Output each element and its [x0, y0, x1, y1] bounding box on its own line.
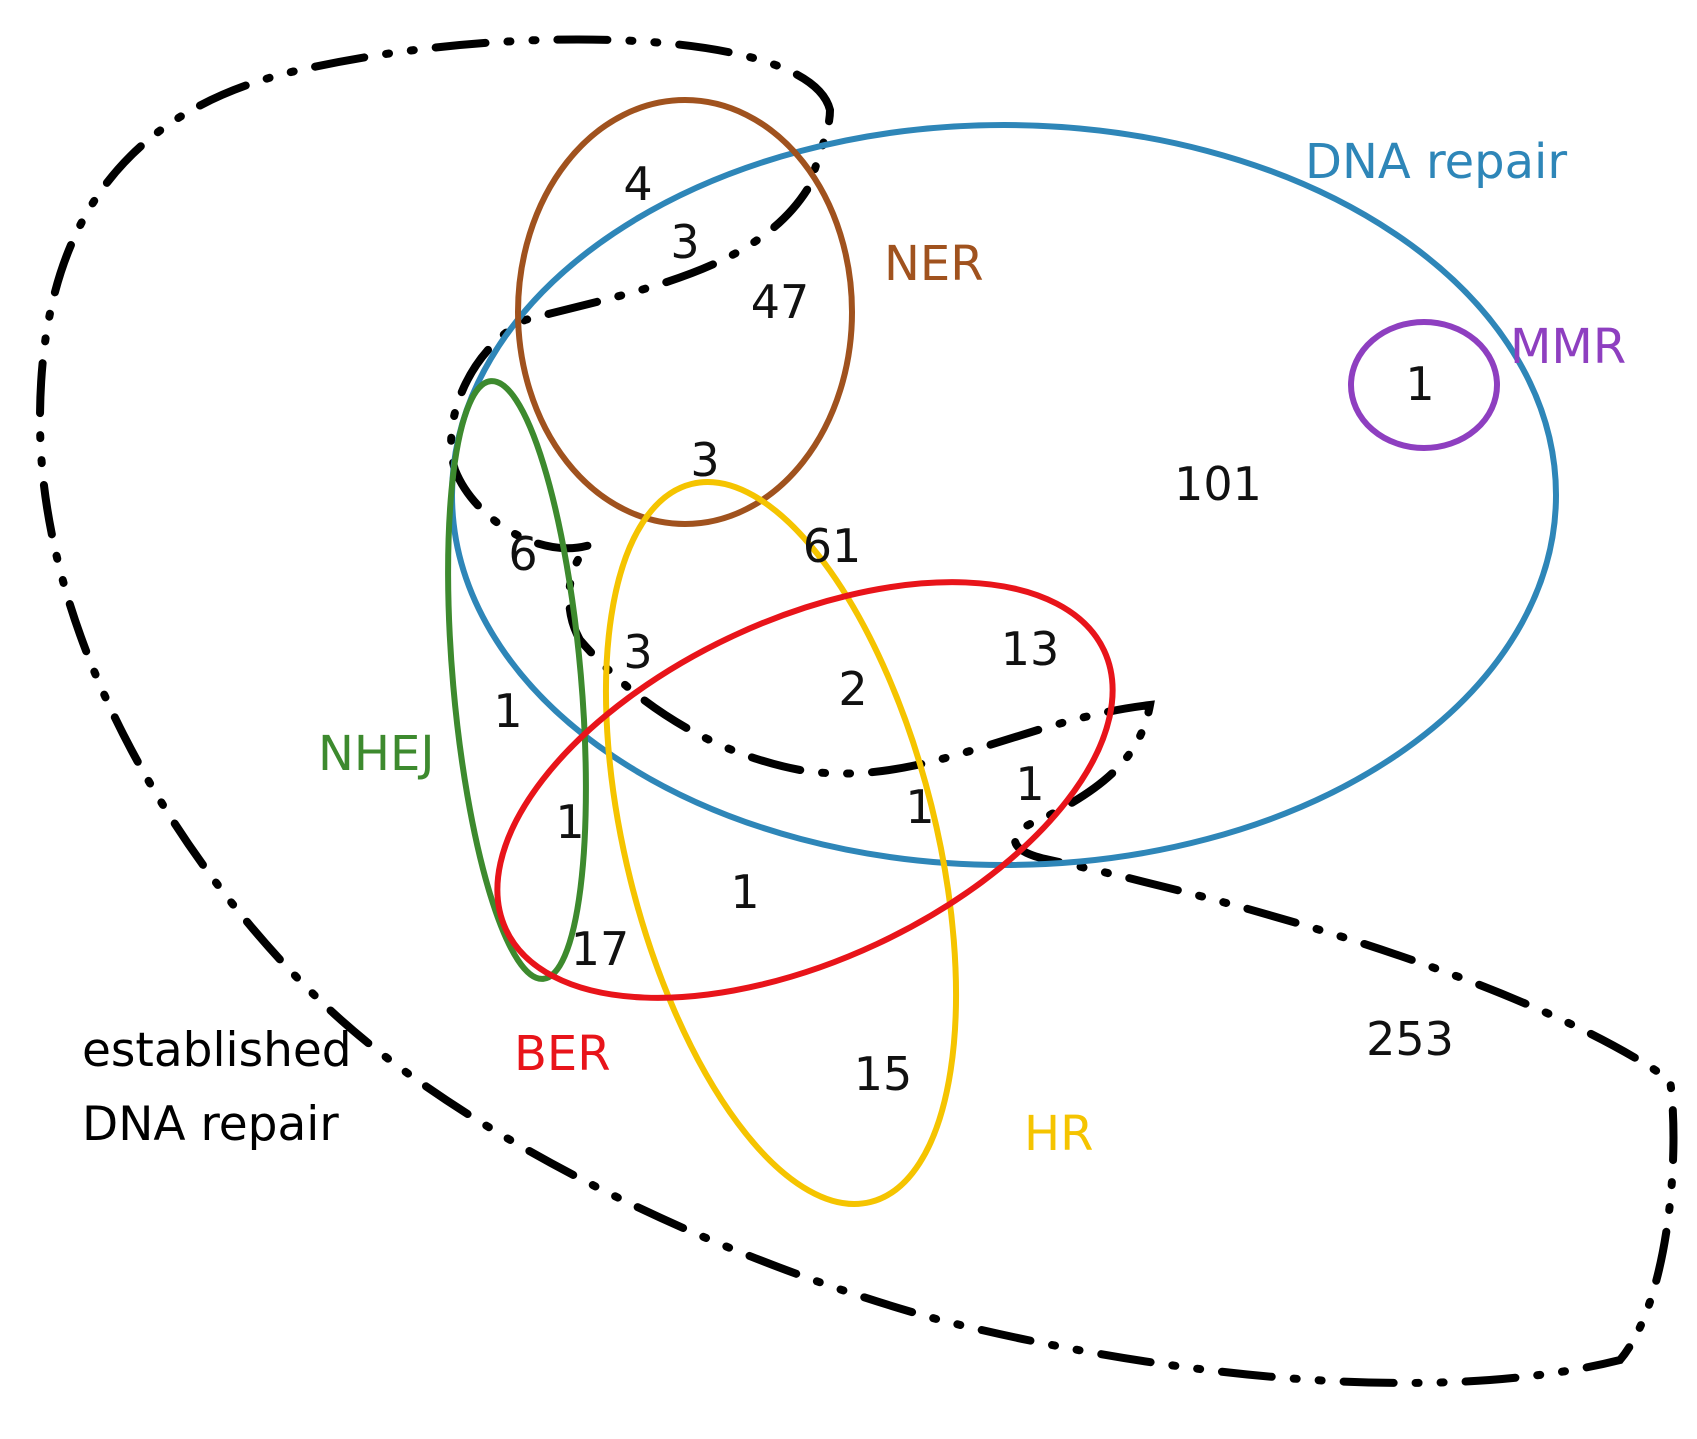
hr-ellipse [602, 479, 960, 1207]
established-label-line1: established [82, 1023, 352, 1078]
dna-repair-label: DNA repair [1305, 134, 1567, 190]
count-nhej-established-hr: 3 [623, 625, 652, 679]
count-nhej-dnarepair: 6 [508, 527, 537, 581]
nhej-ellipse [445, 378, 589, 982]
hr-label: HR [1024, 1106, 1093, 1162]
ner-ellipse [515, 97, 855, 527]
ber-label: BER [514, 1026, 611, 1082]
count-ber-hr-dnarepair: 2 [838, 662, 867, 716]
count-ner-hr: 3 [690, 433, 719, 487]
count-ber-hr-established: 1 [730, 865, 759, 919]
count-ner-established: 4 [623, 157, 652, 211]
count-dnarepair-only: 101 [1174, 457, 1262, 511]
established-dna-repair-outline [35, 35, 1678, 1387]
count-established-only: 253 [1366, 1012, 1454, 1066]
dna-repair-ellipse [449, 122, 1559, 868]
count-mmr: 1 [1405, 357, 1434, 411]
nhej-label: NHEJ [318, 726, 434, 782]
count-ber-dnarepair: 13 [1001, 622, 1060, 676]
count-ner-established-dnarepair: 3 [670, 215, 699, 269]
count-ber-dnarepair-established: 1 [1015, 757, 1044, 811]
ner-label: NER [884, 236, 984, 292]
count-dnarepair-hr: 61 [803, 519, 862, 573]
established-label-line2: DNA repair [82, 1097, 339, 1152]
mmr-ellipse [1348, 319, 1500, 451]
count-ber-hr-established-dnarepair: 1 [905, 780, 934, 834]
count-ber-established: 17 [571, 922, 630, 976]
count-nhej-ber: 1 [555, 795, 584, 849]
count-hr-established: 15 [854, 1047, 913, 1101]
mmr-label: MMR [1510, 319, 1626, 375]
count-nhej-established: 1 [493, 684, 522, 738]
count-ner-dnarepair: 47 [751, 275, 810, 329]
ber-ellipse [494, 579, 1116, 1001]
